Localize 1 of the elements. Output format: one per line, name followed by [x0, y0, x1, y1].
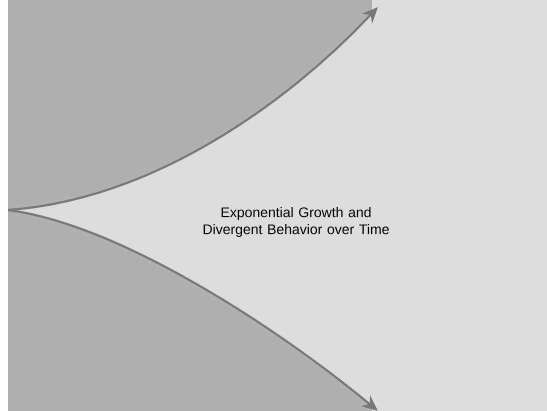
caption-text: Exponential Growth and Divergent Behavior over Time — [204, 206, 389, 237]
